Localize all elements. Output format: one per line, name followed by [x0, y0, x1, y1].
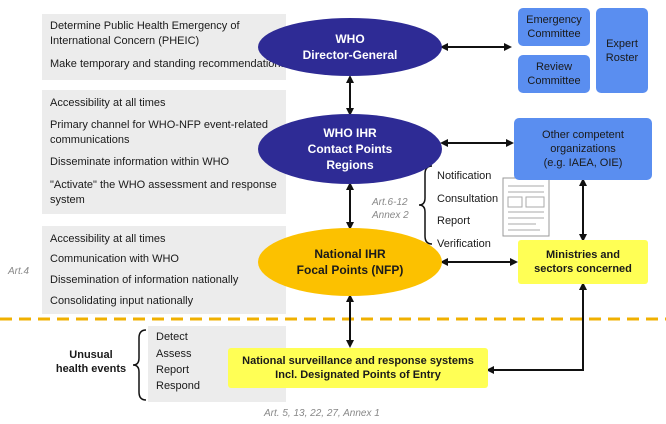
ihr-function-line: system	[50, 194, 85, 206]
art-6-12-reference: Art.6-12 Annex 2	[372, 196, 409, 222]
surveillance-line2: Incl. Designated Points of Entry	[275, 369, 441, 381]
ihr-contact-line3: Regions	[326, 158, 374, 172]
art-6-12-line2: Annex 2	[372, 210, 409, 221]
nfp-function-line: Communication with WHO	[50, 253, 179, 265]
ihr-function-line: Primary channel for WHO-NFP event-relate…	[50, 119, 269, 131]
event-step: Respond	[156, 380, 201, 392]
expert-roster-line2: Roster	[605, 51, 639, 64]
nfp-function-line: Consolidating input nationally	[50, 295, 194, 307]
national-ihr-focal-points-node: National IHR Focal Points (NFP)	[258, 228, 442, 296]
nfp-line1: National IHR	[314, 247, 386, 261]
ihr-function-line: communications	[50, 134, 130, 146]
unusual-line1: Unusual	[69, 349, 113, 361]
nfp-line2: Focal Points (NFP)	[296, 263, 404, 277]
ihr-function-line: Disseminate information within WHO	[50, 156, 230, 168]
ministries-box: Ministries and sectors concerned	[518, 240, 648, 284]
review-committee-line1: Review	[535, 61, 573, 73]
emergency-committee-line2: Committee	[527, 28, 581, 40]
who-director-general-node: WHO Director-General	[258, 18, 442, 76]
event-step: Report	[156, 364, 190, 376]
ihr-function-line: "Activate" the WHO assessment and respon…	[50, 179, 277, 191]
communication-consultation: Consultation	[437, 193, 499, 205]
nfp-function-line: Dissemination of information nationally	[50, 274, 239, 286]
communication-report: Report	[437, 215, 471, 227]
other-orgs-line1: Other competent	[542, 129, 624, 141]
review-committee-line2: Committee	[527, 75, 581, 87]
event-step: Detect	[156, 331, 188, 343]
who-functions-panel: Determine Public Health Emergency of Int…	[42, 14, 286, 80]
arrow-ministries-surveillance	[486, 282, 587, 374]
communications-brace	[418, 165, 433, 245]
ministries-line1: Ministries and	[546, 249, 620, 261]
who-dg-line2: Director-General	[302, 48, 398, 62]
other-orgs-line2: organizations	[550, 143, 616, 155]
ihr-contact-line2: Contact Points	[307, 142, 393, 156]
ihr-function-line: Accessibility at all times	[50, 97, 166, 109]
event-steps-brace	[132, 329, 147, 401]
who-function-line: International Concern (PHEIC)	[50, 35, 200, 47]
emergency-committee-line1: Emergency	[526, 14, 582, 26]
communication-notification: Notification	[437, 170, 492, 182]
who-function-line: Determine Public Health Emergency of	[50, 20, 240, 32]
art-4-reference: Art.4	[8, 266, 30, 277]
ihr-contact-line1: WHO IHR	[323, 126, 377, 140]
who-ihr-contact-points-node: WHO IHR Contact Points Regions	[258, 114, 442, 184]
event-step: Assess	[156, 348, 192, 360]
communication-verification: Verification	[437, 238, 491, 250]
unusual-health-events-label: Unusual health events	[46, 348, 136, 376]
emergency-committee-box: Emergency Committee	[518, 8, 590, 46]
expert-roster-box: Expert Roster	[596, 8, 648, 93]
review-committee-box: Review Committee	[518, 55, 590, 93]
other-orgs-line3: (e.g. IAEA, OIE)	[543, 157, 623, 169]
national-surveillance-box: National surveillance and response syste…	[228, 348, 488, 388]
art-6-12-line1: Art.6-12	[372, 197, 408, 208]
document-icon	[502, 177, 550, 237]
ihr-functions-panel: Accessibility at all times Primary chann…	[42, 90, 286, 214]
expert-roster-line1: Expert	[606, 37, 638, 50]
nfp-function-line: Accessibility at all times	[50, 233, 166, 245]
who-function-line: Make temporary and standing recommendati…	[50, 58, 287, 70]
surveillance-line1: National surveillance and response syste…	[242, 355, 474, 367]
unusual-line2: health events	[55, 363, 127, 375]
ministries-line2: sectors concerned	[534, 263, 632, 275]
nfp-functions-panel: Accessibility at all times Communication…	[42, 226, 286, 314]
other-organizations-box: Other competent organizations (e.g. IAEA…	[514, 118, 652, 180]
bottom-articles-reference: Art. 5, 13, 22, 27, Annex 1	[264, 408, 380, 419]
who-dg-line1: WHO	[335, 32, 365, 46]
